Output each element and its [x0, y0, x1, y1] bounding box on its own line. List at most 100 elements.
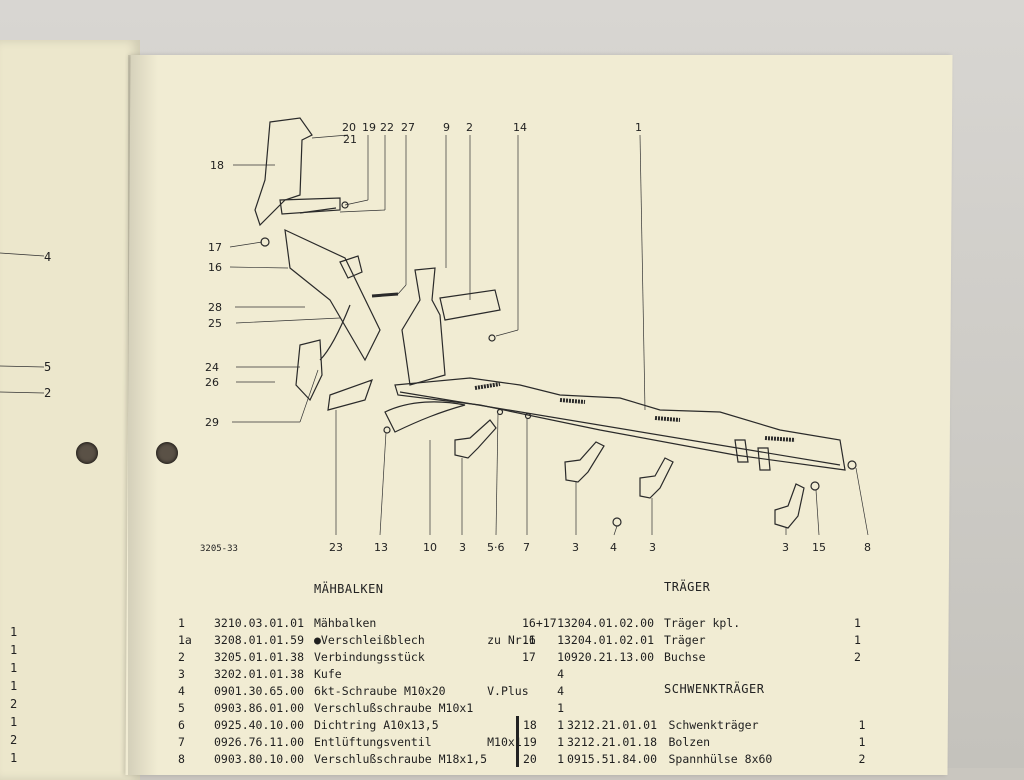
- callout-label: 17: [208, 241, 222, 254]
- part-number-cell: 3202.01.01.38: [214, 666, 305, 681]
- pos-cell: 4: [178, 683, 185, 698]
- punch-hole: [156, 442, 178, 464]
- left-qty: 1: [10, 661, 18, 675]
- callout-label: 10: [423, 541, 437, 554]
- table-row: 6 0925.40.10.00 Dichtring A10x13,5 1: [178, 716, 571, 733]
- part-name-cell: Entlüftungsventil: [314, 734, 432, 749]
- pos-cell: 8: [178, 751, 185, 766]
- exploded-parts-diagram: 20 19 22 27 9 2 14 1 21 18 17 16 28 25 2…: [205, 117, 871, 554]
- pos-cell: 7: [178, 734, 185, 749]
- skid-part: [454, 419, 497, 459]
- part-name-cell: Mähbalken: [314, 615, 377, 630]
- part-number-cell: 3212.21.01.01: [567, 717, 658, 732]
- pos-cell: 16+17: [522, 615, 557, 630]
- part-number-cell: 3204.01.02.00: [564, 615, 655, 630]
- note-cell: zu Nr.1: [487, 632, 536, 647]
- table-row: 8 0903.80.10.00 Verschlußschraube M18x1,…: [178, 750, 571, 767]
- left-qty: 1: [10, 625, 18, 639]
- callout-label: 24: [205, 361, 219, 374]
- cutter-bar-part: [394, 377, 846, 471]
- parts-table-schwenktrager: 18 3212.21.01.01 Schwenkträger 1 19 3212…: [516, 716, 874, 767]
- callout-label: 16: [208, 261, 222, 274]
- table-row: 2 3205.01.01.38 Verbindungsstück 1: [178, 648, 571, 665]
- callout-label: 21: [343, 133, 357, 146]
- part-name-cell: Verschlußschraube M10x1: [314, 700, 474, 715]
- skid-part: [774, 483, 805, 529]
- table-row: 16+17 3204.01.02.00 Träger kpl. 1: [522, 614, 868, 631]
- skid-part: [564, 441, 605, 483]
- section-title-schwenktrager: SCHWENKTRÄGER: [664, 682, 765, 696]
- callout-label: 2: [466, 121, 473, 134]
- part-number-cell: 3205.01.01.38: [214, 649, 305, 664]
- pos-cell: 3: [178, 666, 185, 681]
- callout-label: 4: [610, 541, 617, 554]
- part-number-cell: 3208.01.01.59: [214, 632, 305, 647]
- qty-cell: 1: [557, 649, 565, 664]
- table-row: 20 0915.51.84.00 Spannhülse 8x60 2: [516, 750, 873, 767]
- qty-cell: 1: [557, 632, 565, 647]
- callout-label: 7: [523, 541, 530, 554]
- left-qty: 2: [10, 733, 18, 747]
- left-callout: 4: [44, 250, 52, 264]
- part-number-cell: 3212.21.01.18: [567, 734, 658, 749]
- callout-label: 8: [864, 541, 871, 554]
- part-number-cell: 0920.21.13.00: [564, 649, 655, 664]
- part-name-cell: Träger: [664, 632, 706, 647]
- parts-table-trager: 16+17 3204.01.02.00 Träger kpl. 1 16 320…: [522, 614, 868, 665]
- table-row: 3 3202.01.01.38 Kufe 4: [178, 665, 571, 682]
- callout-label: 1: [635, 121, 642, 134]
- left-callout: 2: [44, 386, 52, 400]
- pos-cell: 18: [516, 716, 567, 733]
- callout-label: 5·6: [487, 541, 505, 554]
- part-name-cell: Spannhülse 8x60: [668, 751, 773, 766]
- pos-cell: 1a: [178, 632, 192, 647]
- callout-label: 15: [812, 541, 826, 554]
- left-page-leader-lines: [0, 252, 45, 394]
- skid-part: [639, 457, 674, 499]
- qty-cell: 1: [858, 734, 866, 749]
- connecting-piece-part: [439, 289, 501, 321]
- left-qty: 1: [10, 643, 18, 657]
- qty-cell: 1: [557, 700, 565, 715]
- part-number-cell: 0903.80.10.00: [214, 751, 305, 766]
- part-number-cell: 0903.86.01.00: [214, 700, 305, 715]
- callout-label: 29: [205, 416, 219, 429]
- note-cell: V.Plus: [487, 683, 529, 698]
- pos-cell: 5: [178, 700, 185, 715]
- part-number-cell: 0915.51.84.00: [567, 751, 658, 766]
- qty-cell: 1: [854, 615, 861, 630]
- table-row: 7 0926.76.11.00 Entlüftungsventil M10x1 …: [178, 733, 571, 750]
- swivel-carrier-part: [254, 117, 313, 227]
- table-row: 5 0903.86.01.00 Verschlußschraube M10x1 …: [178, 699, 571, 716]
- qty-cell: 4: [557, 683, 565, 698]
- left-qty: 2: [10, 697, 18, 711]
- pos-cell: 16: [522, 632, 536, 647]
- pos-cell: 20: [516, 750, 567, 767]
- callout-label: 27: [401, 121, 415, 134]
- qty-cell: 2: [858, 751, 866, 766]
- part-name-cell: Verschlußschraube M18x1,5: [314, 751, 488, 766]
- table-row: 4 0901.30.65.00 6kt-Schraube M10x20 V.Pl…: [178, 682, 571, 699]
- part-name-cell: ●Verschleißblech: [314, 632, 425, 647]
- left-qty: 1: [10, 751, 18, 765]
- callout-label: 26: [205, 376, 219, 389]
- table-row: 17 0920.21.13.00 Buchse 2: [522, 648, 868, 665]
- left-qty: 1: [10, 679, 18, 693]
- part-name-cell: 6kt-Schraube M10x20: [314, 683, 446, 698]
- left-callout: 5: [44, 360, 52, 374]
- punch-hole: [76, 442, 98, 464]
- pos-cell: 19: [516, 733, 567, 750]
- table-row: 18 3212.21.01.01 Schwenkträger 1: [516, 716, 873, 733]
- section-title-trager: TRÄGER: [664, 580, 711, 594]
- part-name-cell: Träger kpl.: [664, 615, 741, 630]
- callout-label: 9: [443, 121, 450, 134]
- part-name-cell: Kufe: [314, 666, 342, 681]
- qty-cell: 2: [854, 649, 861, 664]
- note-cell: [487, 665, 557, 682]
- callout-label: 14: [513, 121, 527, 134]
- pos-cell: 6: [178, 717, 185, 732]
- callout-label: 3: [649, 541, 656, 554]
- callout-label: 13: [374, 541, 388, 554]
- table-row: 19 3212.21.01.18 Bolzen 1: [516, 733, 873, 750]
- section-title-mahbalken: MÄHBALKEN: [314, 582, 384, 596]
